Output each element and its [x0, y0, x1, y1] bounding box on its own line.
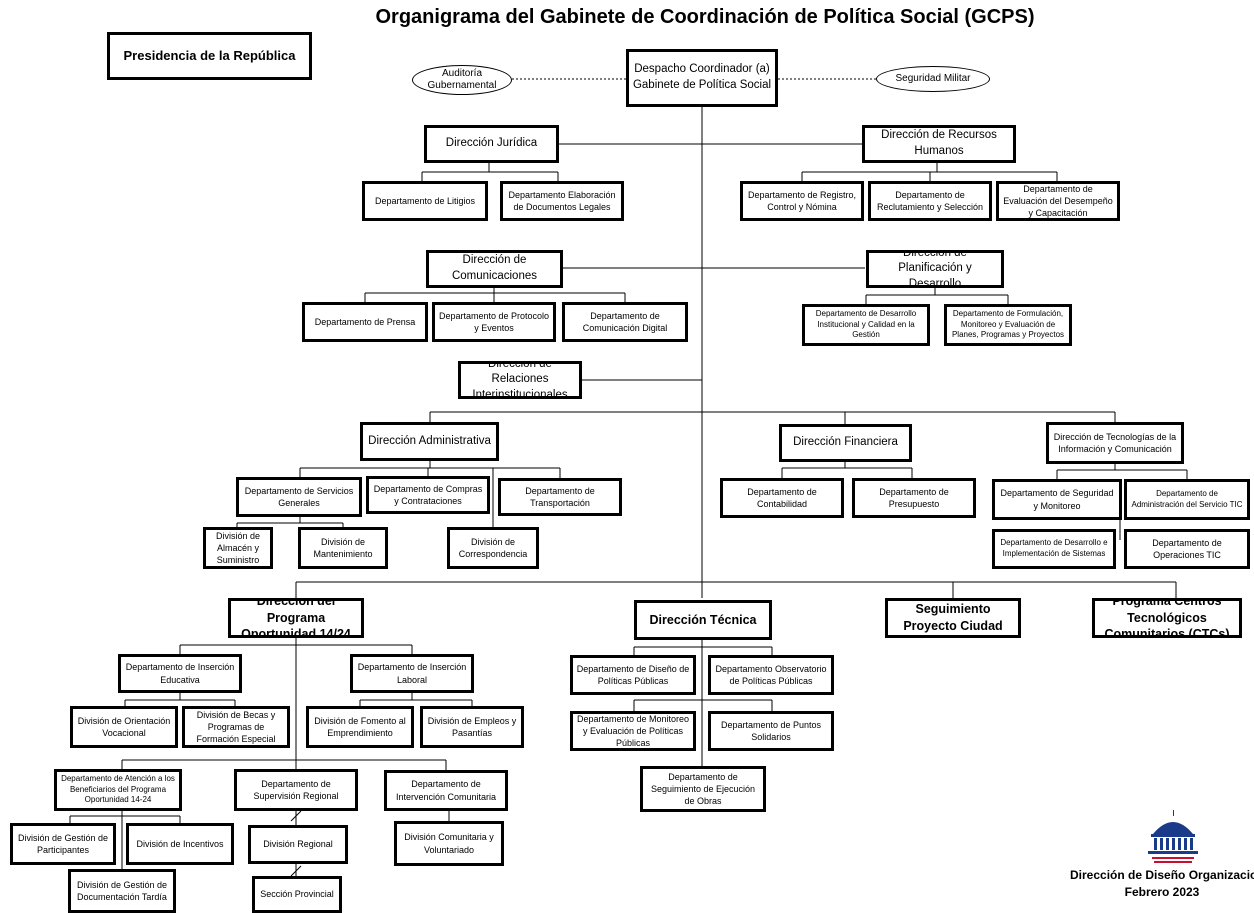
departamento-desarrollo-institucional-box: Departamento de Desarrollo Institucional… — [802, 304, 930, 346]
footer-date: Febrero 2023 — [1124, 885, 1200, 899]
departamento-diseno-politicas-box: Departamento de Diseño de Políticas Públ… — [570, 655, 696, 695]
division-mantenimiento-box: División de Mantenimiento — [298, 527, 388, 569]
departamento-atencion-beneficiarios-box: Departamento de Atención a los Beneficia… — [54, 769, 182, 811]
departamento-prensa-box: Departamento de Prensa — [302, 302, 428, 342]
division-correspondencia-box: División de Correspondencia — [447, 527, 539, 569]
departamento-administracion-tic-box: Departamento de Administración del Servi… — [1124, 479, 1250, 520]
departamento-insercion-laboral-box: Departamento de Inserción Laboral — [350, 654, 474, 693]
division-empleos-box: División de Empleos y Pasantías — [420, 706, 524, 748]
departamento-reclutamiento-box: Departamento de Reclutamiento y Selecció… — [868, 181, 992, 221]
departamento-presupuesto-box: Departamento de Presupuesto — [852, 478, 976, 518]
presidencia-box: Presidencia de la República — [107, 32, 312, 80]
departamento-insercion-educativa-box: Departamento de Inserción Educativa — [118, 654, 242, 693]
departamento-comunicacion-digital-box: Departamento de Comunicación Digital — [562, 302, 688, 342]
direccion-comunicaciones-box: Dirección de Comunicaciones — [426, 250, 563, 288]
direccion-juridica-box: Dirección Jurídica — [424, 125, 559, 163]
direccion-administrativa-box: Dirección Administrativa — [360, 422, 499, 461]
division-becas-box: División de Becas y Programas de Formaci… — [182, 706, 290, 748]
direccion-oportunidad-box: Dirección del Programa Oportunidad 14/24 — [228, 598, 364, 638]
seguridad-militar-oval: Seguridad Militar — [876, 66, 990, 92]
departamento-evaluacion-box: Departamento de Evaluación del Desempeño… — [996, 181, 1120, 221]
departamento-protocolo-box: Departamento de Protocolo y Eventos — [432, 302, 556, 342]
departamento-servicios-generales-box: Departamento de Servicios Generales — [236, 477, 362, 517]
departamento-observatorio-box: Departamento Observatorio de Políticas P… — [708, 655, 834, 695]
direccion-ciudad-mujer-box: Dirección de Seguimiento Proyecto Ciudad… — [885, 598, 1021, 638]
departamento-registro-box: Departamento de Registro, Control y Nómi… — [740, 181, 864, 221]
chart-title: Organigrama del Gabinete de Coordinación… — [375, 6, 1035, 28]
direccion-financiera-box: Dirección Financiera — [779, 424, 912, 462]
departamento-seguimiento-obras-box: Departamento de Seguimiento de Ejecución… — [640, 766, 766, 812]
seccion-provincial-box: Sección Provincial — [252, 876, 342, 913]
direccion-tic-box: Dirección de Tecnologías de la Informaci… — [1046, 422, 1184, 464]
departamento-monitoreo-evaluacion-box: Departamento de Monitoreo y Evaluación d… — [570, 711, 696, 751]
division-gestion-documentacion-box: División de Gestión de Documentación Tar… — [68, 869, 176, 913]
footer-organizational-design: Dirección de Diseño Organizacional — [1070, 868, 1254, 882]
departamento-intervencion-comunitaria-box: Departamento de Intervención Comunitaria — [384, 770, 508, 811]
direccion-recursos-humanos-box: Dirección de Recursos Humanos — [862, 125, 1016, 163]
despacho-coordinador-box: Despacho Coordinador (a) Gabinete de Pol… — [626, 49, 778, 107]
division-fomento-box: División de Fomento al Emprendimiento — [306, 706, 414, 748]
division-comunitaria-box: División Comunitaria y Voluntariado — [394, 821, 504, 866]
division-incentivos-box: División de Incentivos — [126, 823, 234, 865]
departamento-supervision-regional-box: Departamento de Supervisión Regional — [234, 769, 358, 811]
departamento-desarrollo-sistemas-box: Departamento de Desarrollo e Implementac… — [992, 529, 1116, 569]
direccion-relaciones-box: Dirección de Relaciones Interinstitucion… — [458, 361, 582, 399]
departamento-seguridad-monitoreo-box: Departamento de Seguridad y Monitoreo — [992, 479, 1122, 520]
departamento-operaciones-tic-box: Departamento de Operaciones TIC — [1124, 529, 1250, 569]
division-gestion-participantes-box: División de Gestión de Participantes — [10, 823, 116, 865]
programa-ctc-box: Programa Centros Tecnológicos Comunitari… — [1092, 598, 1242, 638]
departamento-puntos-solidarios-box: Departamento de Puntos Solidarios — [708, 711, 834, 751]
administracion-publica-logo — [1138, 808, 1208, 873]
departamento-contabilidad-box: Departamento de Contabilidad — [720, 478, 844, 518]
direccion-tecnica-box: Dirección Técnica — [634, 600, 772, 640]
auditoria-oval: Auditoría Gubernamental — [412, 65, 512, 95]
direccion-planificacion-box: Dirección de Planificación y Desarrollo — [866, 250, 1004, 288]
departamento-compras-box: Departamento de Compras y Contrataciones — [366, 476, 490, 514]
departamento-formulacion-box: Departamento de Formulación, Monitoreo y… — [944, 304, 1072, 346]
departamento-documentos-legales-box: Departamento Elaboración de Documentos L… — [500, 181, 624, 221]
division-orientacion-box: División de Orientación Vocacional — [70, 706, 178, 748]
division-almacen-box: División de Almacén y Suministro — [203, 527, 273, 569]
departamento-transportacion-box: Departamento de Transportación — [498, 478, 622, 516]
departamento-litigios-box: Departamento de Litigios — [362, 181, 488, 221]
division-regional-box: División Regional — [248, 825, 348, 864]
